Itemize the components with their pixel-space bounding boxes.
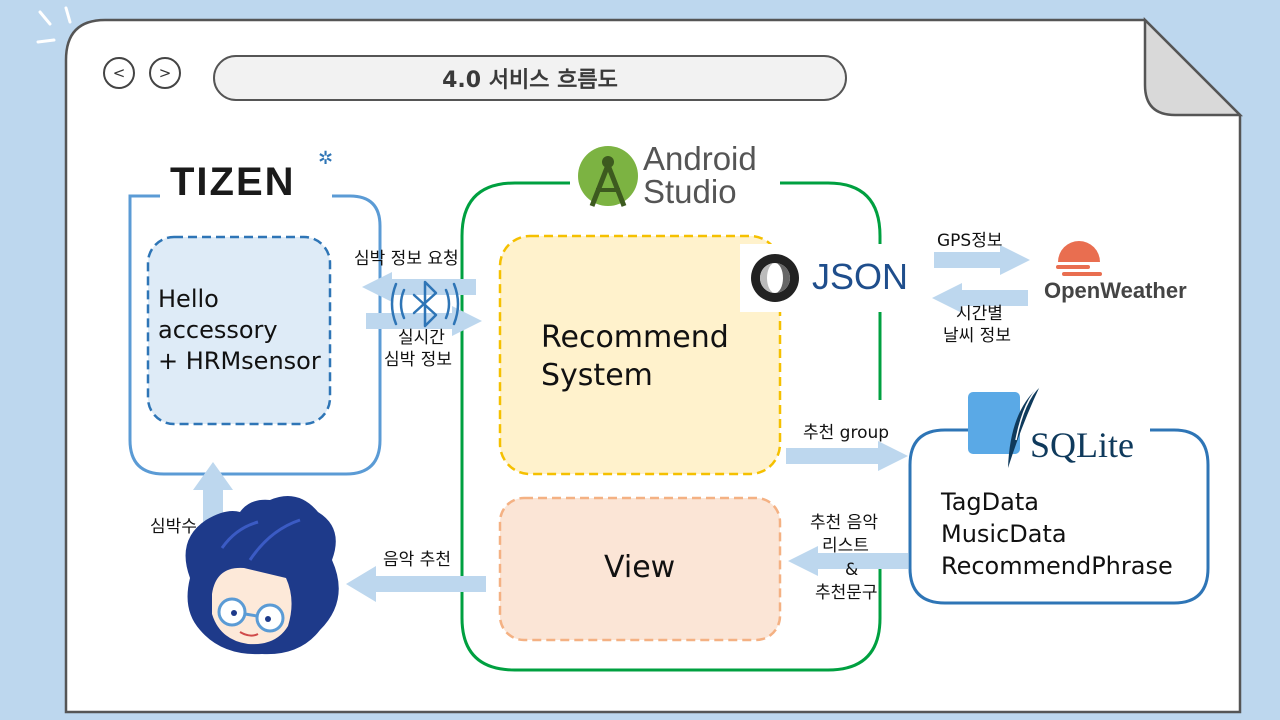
label-bpm: 심박수	[150, 517, 197, 537]
label-gps: GPS정보	[937, 231, 1003, 251]
label-realtime-1: 실시간	[398, 328, 445, 348]
label-music-list-3: &	[845, 560, 859, 580]
label-realtime-2: 심박 정보	[384, 350, 452, 370]
recommend-system-line-2: System	[541, 358, 653, 393]
sqlite-logo: SQLite	[1030, 425, 1134, 465]
label-music-recommend: 음악 추천	[383, 550, 451, 570]
android-logo-line1: Android	[643, 140, 757, 177]
sqlite-container	[908, 428, 1210, 605]
sparkle-icon	[36, 6, 72, 44]
label-heart-request: 심박 정보 요청	[354, 249, 459, 269]
sqlite-feather-icon	[968, 385, 1041, 468]
sqlite-table-3: RecommendPhrase	[941, 552, 1173, 580]
view-label: View	[604, 550, 676, 585]
android-container	[460, 181, 882, 672]
label-music-list-2: 리스트	[822, 536, 869, 556]
prev-slide-button[interactable]: <	[103, 57, 135, 89]
json-icon	[751, 254, 799, 302]
tizen-app-line-2: accessory	[158, 316, 278, 344]
next-slide-button[interactable]: >	[149, 57, 181, 89]
tizen-app-line-3: + HRMsensor	[158, 347, 321, 375]
android-studio-icon	[578, 146, 638, 207]
bluetooth-icon	[390, 280, 460, 328]
label-group: 추천 group	[803, 423, 890, 443]
android-logo-line2: Studio	[643, 173, 737, 210]
tizen-pinwheel-icon: ✲	[318, 148, 334, 169]
arrow-group	[786, 441, 908, 471]
arrow-music-list	[788, 546, 908, 576]
sqlite-table-2: MusicData	[941, 520, 1067, 548]
arrow-gps	[934, 245, 1030, 275]
openweather-label: OpenWeather	[1044, 278, 1187, 303]
recommend-system-line-1: Recommend	[541, 320, 729, 355]
tizen-app-line-1: Hello	[158, 285, 219, 313]
openweather-icon	[1056, 241, 1102, 276]
arrow-weather	[932, 283, 1028, 313]
page-title: 4.0 서비스 흐름도	[213, 55, 847, 101]
tizen-logo: TIZEN	[170, 160, 296, 204]
tizen-app-box	[146, 235, 332, 426]
json-label: JSON	[812, 256, 909, 297]
view-box	[498, 496, 782, 642]
arrow-music-recommend	[346, 566, 486, 602]
label-weather-1: 시간별	[956, 304, 1003, 324]
label-music-list-1: 추천 음악	[810, 513, 878, 533]
label-music-list-4: 추천문구	[815, 583, 878, 603]
recommend-system-box	[498, 234, 782, 476]
label-weather-2: 날씨 정보	[943, 326, 1011, 346]
sqlite-table-1: TagData	[941, 488, 1039, 516]
tizen-container	[128, 194, 382, 476]
mascot-icon	[185, 496, 339, 655]
